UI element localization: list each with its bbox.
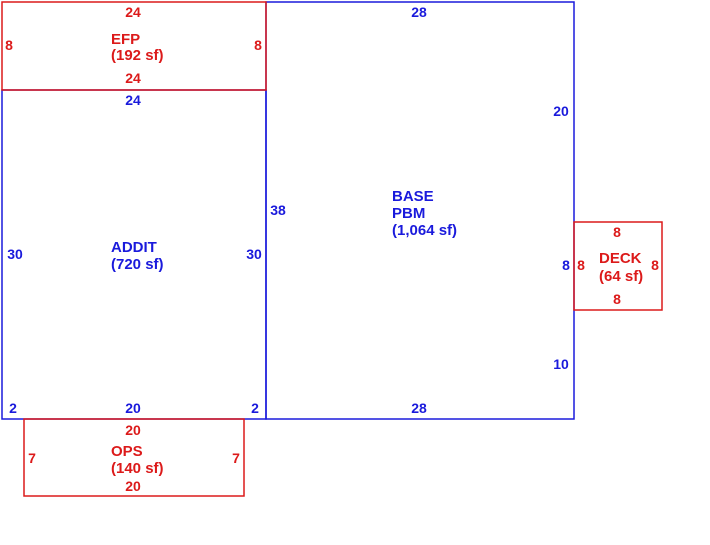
ops-area: (140 sf) [111,460,164,477]
deck-dim-bottom: 8 [613,291,621,307]
deck-area: (64 sf) [599,268,643,285]
deck-dim-top: 8 [613,224,621,240]
efp-dim-bottom: 24 [125,70,141,86]
ops-outline [23,418,245,497]
addit-dim-bottom: 20 [125,400,141,416]
addit-dim-left: 30 [7,246,23,262]
addit-dim-top: 24 [125,92,141,108]
efp-outline [1,1,267,91]
efp-dim-right: 8 [254,37,262,53]
efp-dim-top: 24 [125,4,141,20]
ops-dim-left: 7 [28,450,36,466]
base-dim-right-lower: 10 [553,356,569,372]
deck-dim-left: 8 [577,257,585,273]
base-dim-bottom: 28 [411,400,427,416]
base-dim-right-upper: 20 [553,103,569,119]
deck-label: DECK [599,250,642,267]
efp-area: (192 sf) [111,47,164,64]
base-dim-top: 28 [411,4,427,20]
deck-dim-right: 8 [651,257,659,273]
deck-outline [573,221,663,311]
base-label-2: PBM [392,205,425,222]
addit-dim-bottom-right: 2 [251,400,259,416]
addit-dim-bottom-left: 2 [9,400,17,416]
addit-dim-right: 30 [246,246,262,262]
base-area: (1,064 sf) [392,222,457,239]
base-dim-right-mid: 8 [562,257,570,273]
efp-label: EFP [111,31,140,48]
ops-dim-right: 7 [232,450,240,466]
ops-label: OPS [111,443,143,460]
ops-dim-top: 20 [125,422,141,438]
efp-dim-left: 8 [5,37,13,53]
addit-label: ADDIT [111,239,157,256]
base-dim-left: 38 [270,202,286,218]
addit-area: (720 sf) [111,256,164,273]
ops-dim-bottom: 20 [125,478,141,494]
base-label: BASE [392,188,434,205]
